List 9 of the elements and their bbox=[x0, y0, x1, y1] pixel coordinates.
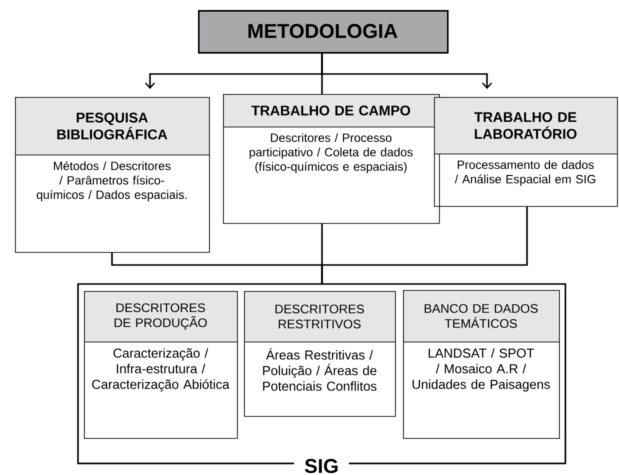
process-box: DESCRITORES RESTRITIVOS Áreas Restritivas / Poluição / Áreas de Potenciais Conflitos bbox=[244, 291, 396, 417]
process-box: TRABALHO DE CAMPO Descritores / Processo participativo / Coleta de dados (físico-químicos e espaciais) bbox=[222, 94, 440, 224]
connector bbox=[321, 54, 492, 89]
connector bbox=[321, 206, 528, 284]
process-box: DESCRITORES DE PRODUÇÃO Caracterização / Infra-estrutura / Caracterização Abiótica bbox=[84, 291, 238, 439]
process-box: TRABALHO DE LABORATÓRIO Processamento de dados / Análise Espacial em SIG bbox=[434, 97, 618, 207]
process-box: PESQUISA BIBLIOGRÁFICA Métodos / Descritores / Parâmetros físico-químicos / Dados espaciais. bbox=[14, 97, 210, 253]
process-box: BANCO DE DADOS TEMÁTICOS LANDSAT / SPOT / Mosaico A.R / Unidades de Paisagens bbox=[402, 290, 560, 439]
title-box: METODOLOGIA bbox=[198, 10, 449, 54]
